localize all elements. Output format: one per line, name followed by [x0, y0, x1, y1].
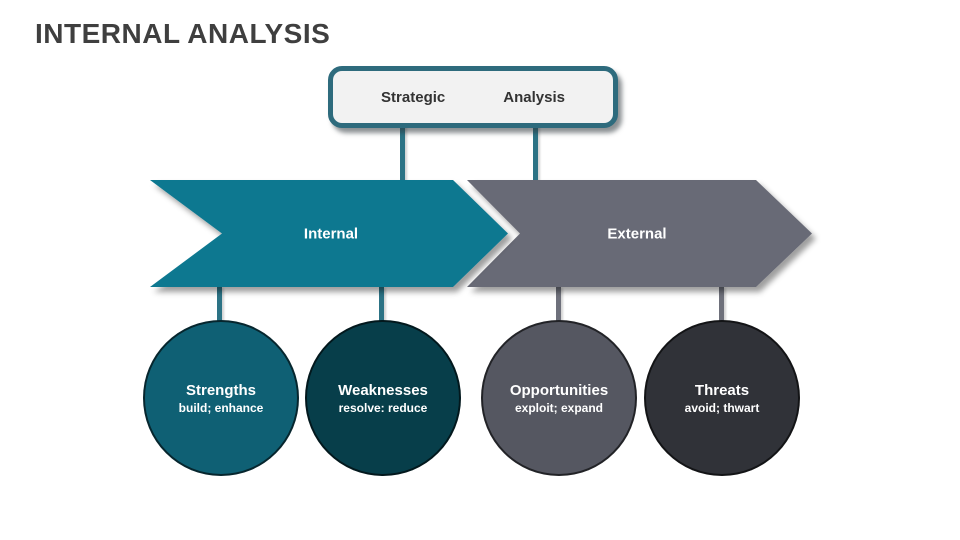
connector-internal-to-weaknesses: [379, 286, 384, 324]
circle-threats-sublabel: avoid; thwart: [684, 400, 760, 415]
circle-opportunities-label: Opportunities: [509, 381, 609, 399]
circle-strengths-label: Strengths: [185, 381, 256, 399]
circle-strengths-sublabel: build; enhance: [178, 400, 264, 415]
internal-arrow-shape: [150, 180, 508, 287]
connector-external-to-opportunities: [556, 286, 561, 324]
strategic-analysis-box: Strategic Analysis: [328, 66, 618, 128]
circle-weaknesses-label: Weaknesses: [338, 381, 428, 399]
circle-threats: Threats avoid; thwart: [644, 320, 800, 476]
circle-weaknesses: Weaknesses resolve: reduce: [305, 320, 461, 476]
circle-threats-label: Threats: [694, 381, 750, 399]
connector-box-to-internal-arrow: [400, 124, 405, 182]
strategic-label: Strategic: [381, 88, 446, 106]
circle-strengths: Strengths build; enhance: [143, 320, 299, 476]
external-arrow-label: External: [607, 225, 667, 243]
connector-internal-to-strengths: [217, 286, 222, 324]
circle-opportunities-sublabel: exploit; expand: [514, 400, 603, 415]
analysis-label: Analysis: [503, 88, 565, 106]
connector-box-to-external-arrow: [533, 124, 538, 182]
page-title: INTERNAL ANALYSIS: [35, 18, 331, 49]
circle-weaknesses-sublabel: resolve: reduce: [338, 400, 428, 415]
connector-external-to-threats: [719, 286, 724, 324]
circle-opportunities: Opportunities exploit; expand: [481, 320, 637, 476]
external-arrow-shape: [467, 180, 812, 287]
internal-arrow-label: Internal: [303, 225, 359, 243]
